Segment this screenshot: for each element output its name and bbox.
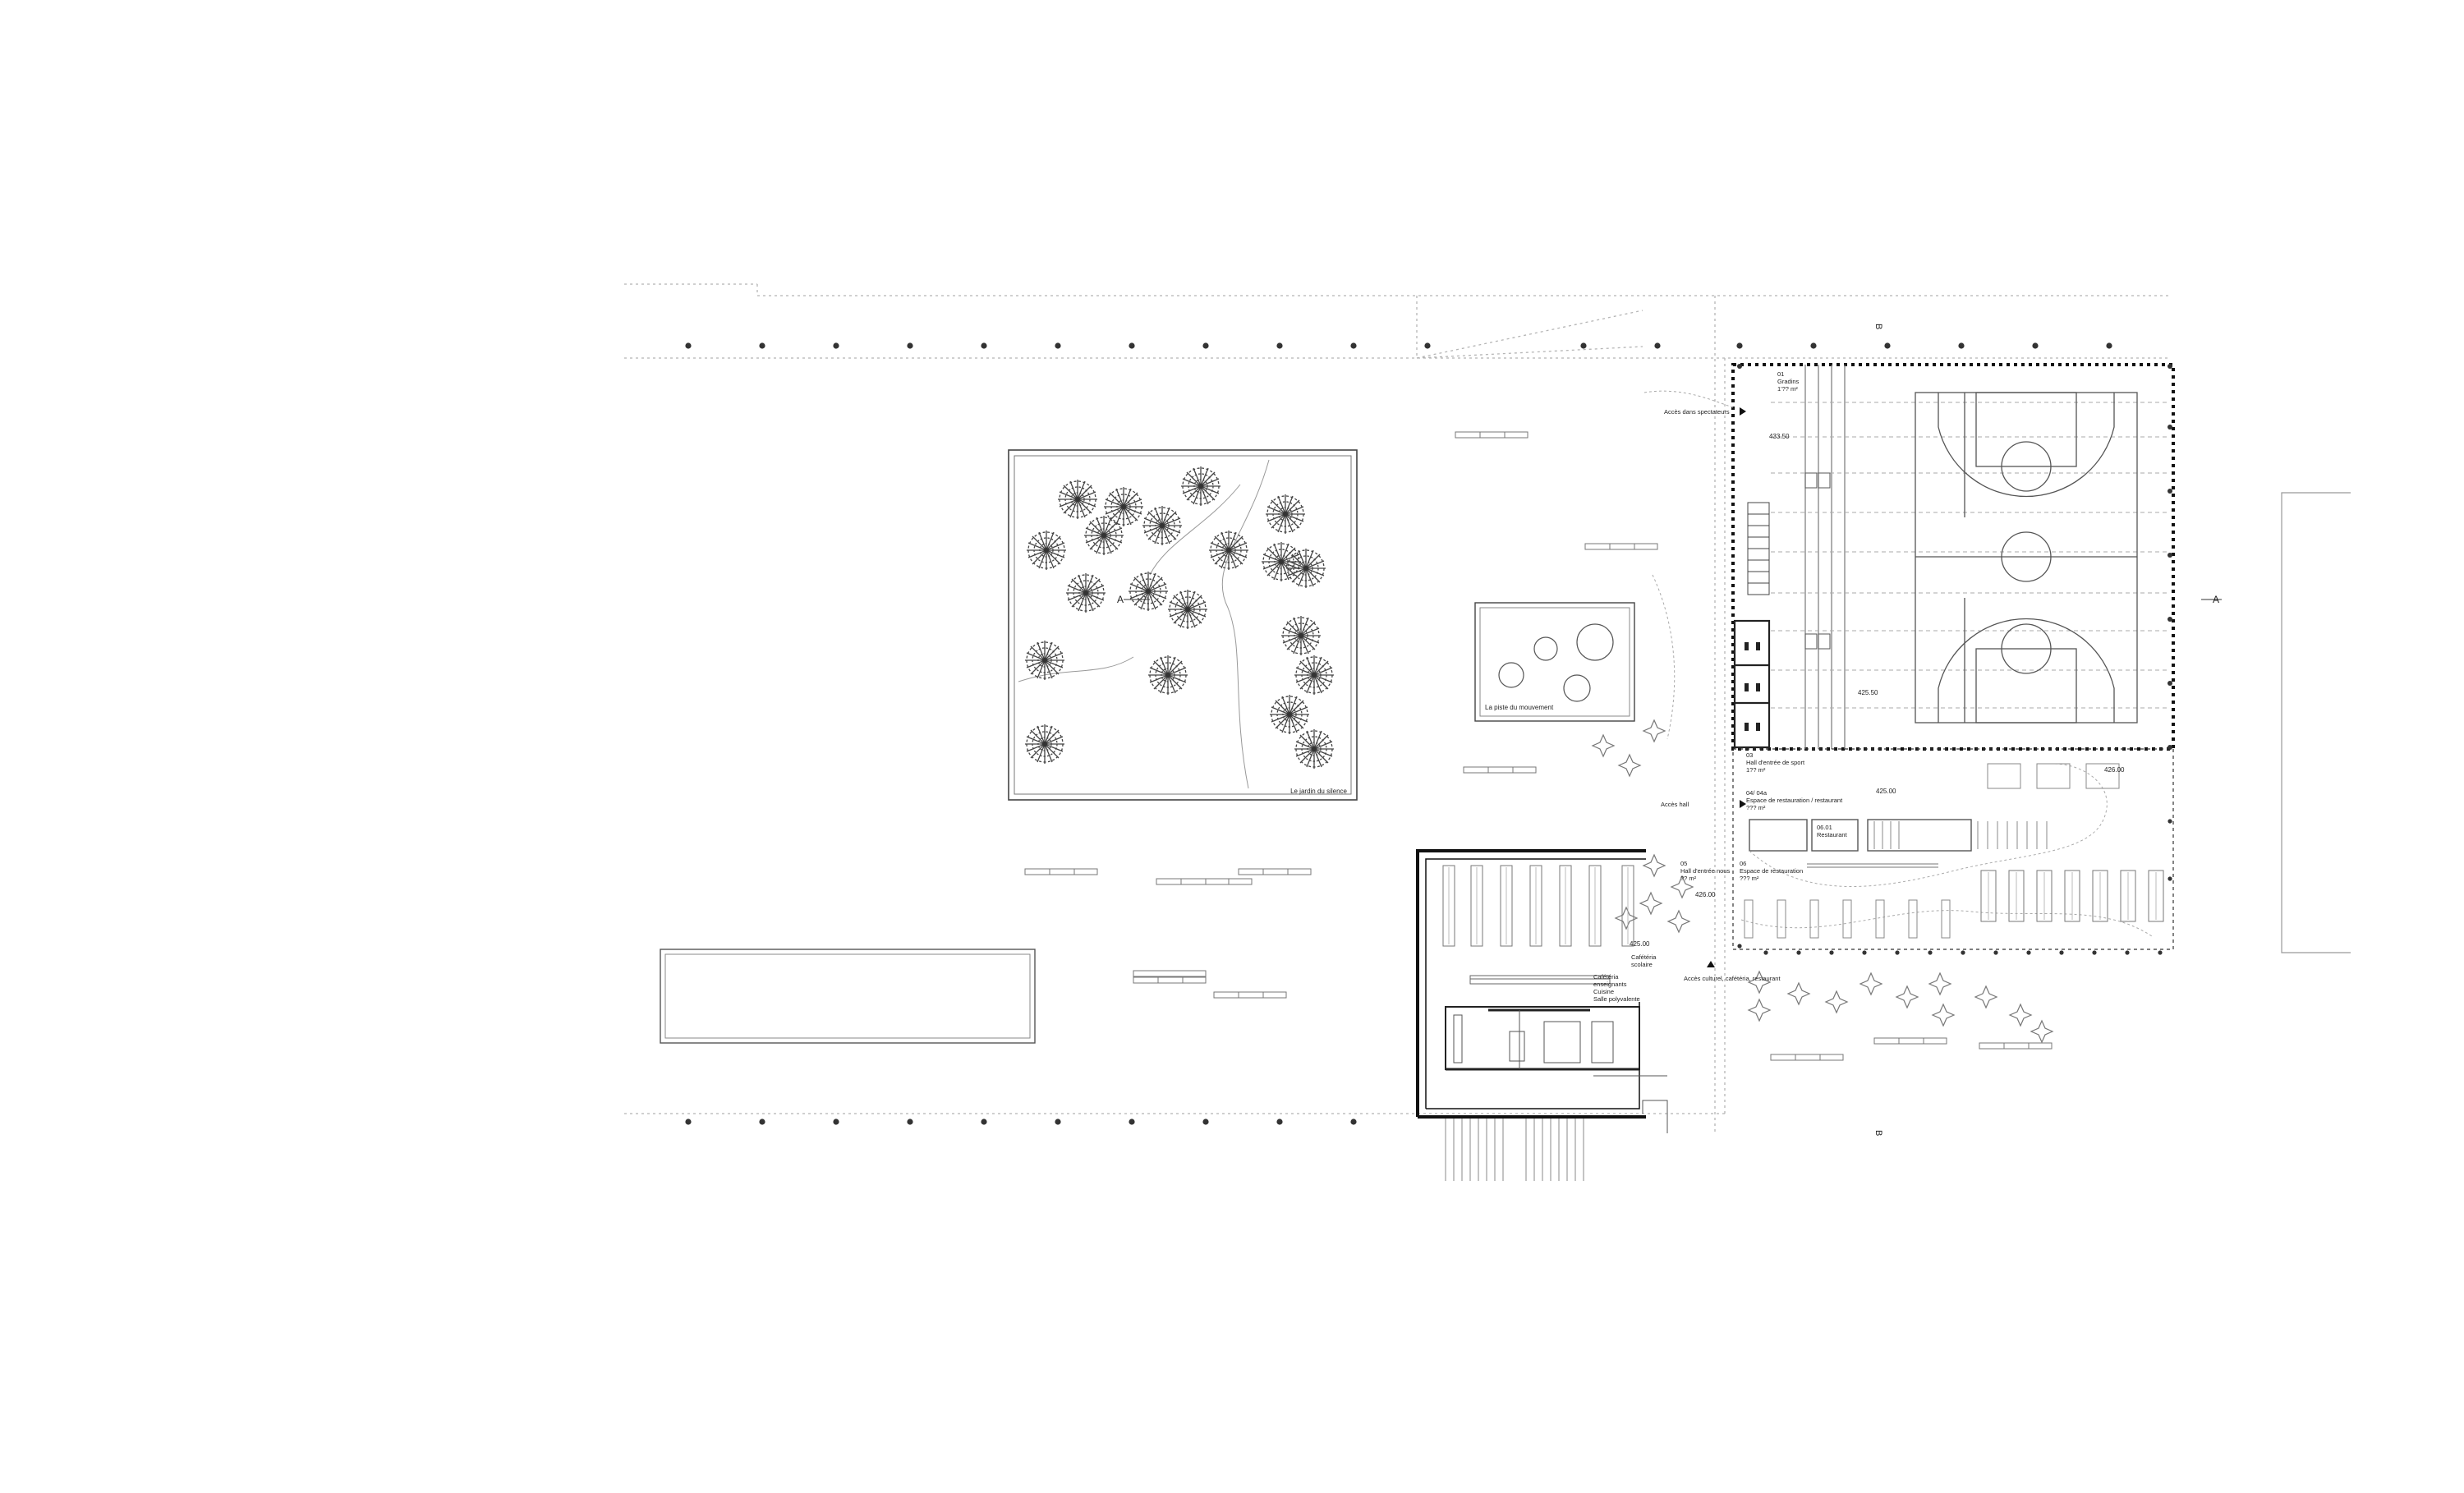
- svg-text:B: B: [1873, 324, 1883, 329]
- access-arrows: [1643, 390, 1746, 967]
- lawn-area: [660, 949, 1036, 1044]
- neighbour-building: [2281, 492, 2351, 953]
- library-shelves: [1442, 865, 1634, 947]
- room-08-line1: Cafétéria: [1593, 973, 1619, 981]
- level-label: 426.00: [2104, 766, 2125, 774]
- tree-icon: [1024, 466, 1335, 769]
- level-label: 426.00: [1695, 891, 1716, 898]
- room-08-line3: Cuisine: [1593, 988, 1614, 995]
- room-08-line2: enseignants: [1593, 981, 1627, 988]
- room-03-area: 1?? m²: [1746, 766, 1766, 774]
- sports-hall: [1731, 363, 2175, 751]
- entrance-steps: [1445, 1119, 1584, 1181]
- access-lobby-label: Accès hall: [1661, 801, 1689, 808]
- room-04-name: Espace de restauration / restaurant: [1746, 797, 1843, 804]
- silence-garden: Le jardin du silence: [1008, 449, 1358, 801]
- bollard-row: [685, 342, 2112, 1125]
- access-cultural-label: Accès culturel, cafétéria, restaurant: [1684, 975, 1781, 982]
- svg-text:A: A: [1117, 594, 1124, 605]
- outdoor-benches: [1024, 431, 2053, 1061]
- room-04-number: 04/ 04a: [1746, 789, 1768, 797]
- room-01-area: 1'?? m²: [1777, 385, 1798, 393]
- room-bar-name: Restaurant: [1817, 831, 1848, 838]
- silence-garden-label: Le jardin du silence: [1290, 788, 1347, 795]
- terrace-tables: [1744, 763, 2120, 939]
- room-06-area: ??? m²: [1740, 875, 1759, 882]
- svg-text:A: A: [2213, 594, 2219, 605]
- room-07-line2: scolaire: [1631, 961, 1653, 968]
- room-06-number: 06: [1740, 860, 1746, 867]
- room-bar-number: 06.01: [1817, 824, 1832, 831]
- section-line-a: A A: [1117, 594, 2222, 605]
- room-05-area: ?? m²: [1680, 875, 1697, 882]
- level-label: 425.50: [1858, 689, 1878, 696]
- library-building: [1416, 849, 1668, 1133]
- room-01-number: 01: [1777, 370, 1784, 378]
- svg-text:B: B: [1873, 1130, 1883, 1136]
- level-label: 433.50: [1769, 433, 1790, 440]
- movement-plaza-label: La piste du mouvement: [1485, 704, 1554, 711]
- access-spectators-label: Accès dans spectateurs: [1664, 408, 1730, 416]
- room-04-area: ??? m²: [1746, 804, 1766, 811]
- terrace-seating: [1592, 719, 2053, 1043]
- section-line-b: B B: [1873, 324, 1883, 1136]
- movement-plaza: La piste du mouvement: [1474, 602, 1635, 722]
- room-03-name: Hall d'entrée de sport: [1746, 759, 1805, 766]
- room-03-number: 03: [1746, 751, 1753, 759]
- site-boundary-lines: [624, 283, 2168, 1133]
- room-01-name: Gradins: [1777, 378, 1800, 385]
- room-05-number: 05: [1680, 860, 1687, 867]
- room-08-line4: Salle polyvalente: [1593, 995, 1640, 1003]
- room-07-line1: Cafétéria: [1631, 953, 1657, 961]
- restaurant-wing: [1732, 748, 2174, 955]
- room-06-name: Espace de restauration: [1740, 867, 1803, 875]
- room-05-name: Hall d'entrée nous: [1680, 867, 1730, 875]
- restaurant-tables: [1980, 870, 2164, 922]
- level-label: 425.00: [1630, 940, 1650, 948]
- level-label: 425.00: [1876, 788, 1896, 795]
- level-markers: 433.50 425.50 425.00 426.00 426.00 425.0…: [1630, 433, 2125, 948]
